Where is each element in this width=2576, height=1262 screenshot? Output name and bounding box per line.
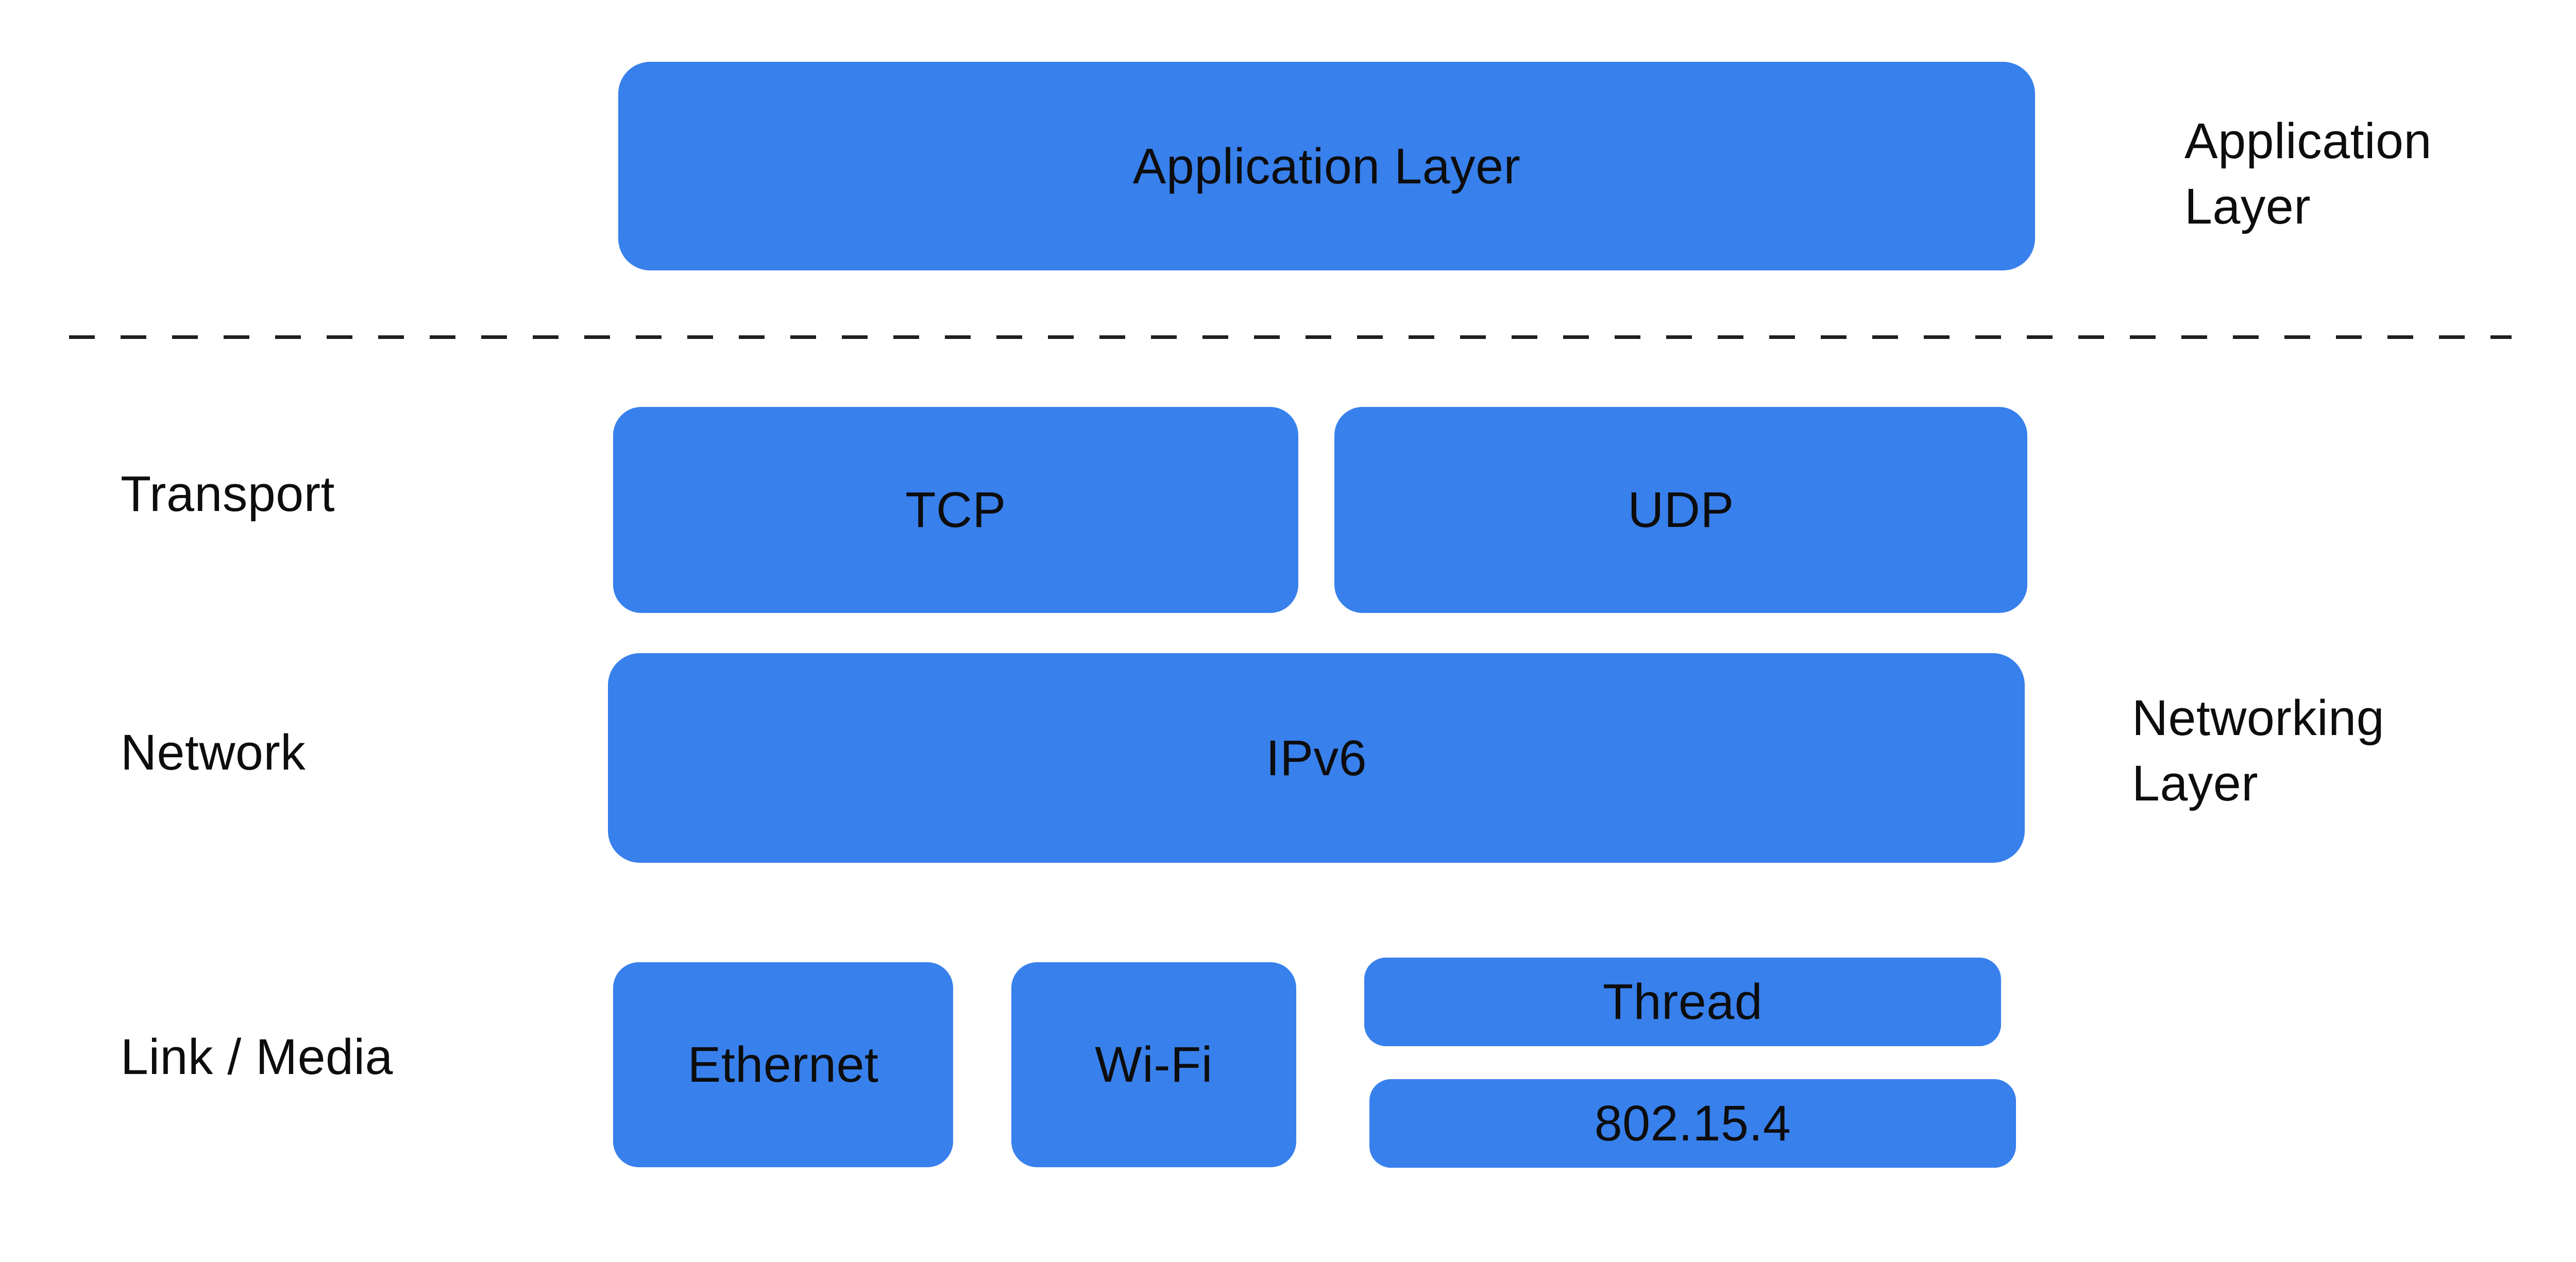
ieee-802-15-4-box: 802.15.4: [1369, 1079, 2016, 1168]
dashed-divider-line: [69, 335, 2512, 339]
ipv6-box: IPv6: [608, 653, 2025, 863]
application-layer-side-label: Application Layer: [2184, 108, 2432, 239]
tcp-box-label: TCP: [905, 482, 1006, 538]
wifi-box: Wi-Fi: [1011, 962, 1296, 1167]
ieee-802-15-4-box-label: 802.15.4: [1594, 1095, 1791, 1151]
udp-box-label: UDP: [1628, 482, 1734, 538]
application-layer-side-label-line1: Application: [2184, 113, 2432, 169]
ethernet-box-label: Ethernet: [687, 1036, 879, 1093]
networking-layer-side-label-line2: Layer: [2132, 755, 2259, 811]
wifi-box-label: Wi-Fi: [1095, 1036, 1213, 1093]
thread-box-label: Thread: [1602, 974, 1763, 1030]
link-media-row-label: Link / Media: [121, 1029, 393, 1085]
udp-box: UDP: [1334, 407, 2027, 613]
transport-row-label: Transport: [121, 466, 335, 522]
network-row-label: Network: [121, 724, 306, 780]
thread-box: Thread: [1364, 958, 2001, 1046]
application-layer-side-label-line2: Layer: [2184, 178, 2311, 234]
application-layer-box: Application Layer: [618, 62, 2035, 270]
ethernet-box: Ethernet: [613, 962, 953, 1167]
networking-layer-side-label: Networking Layer: [2132, 685, 2384, 816]
ipv6-box-label: IPv6: [1265, 729, 1367, 786]
networking-layer-side-label-line1: Networking: [2132, 690, 2385, 746]
tcp-box: TCP: [613, 407, 1298, 613]
application-layer-box-label: Application Layer: [1132, 138, 1521, 194]
